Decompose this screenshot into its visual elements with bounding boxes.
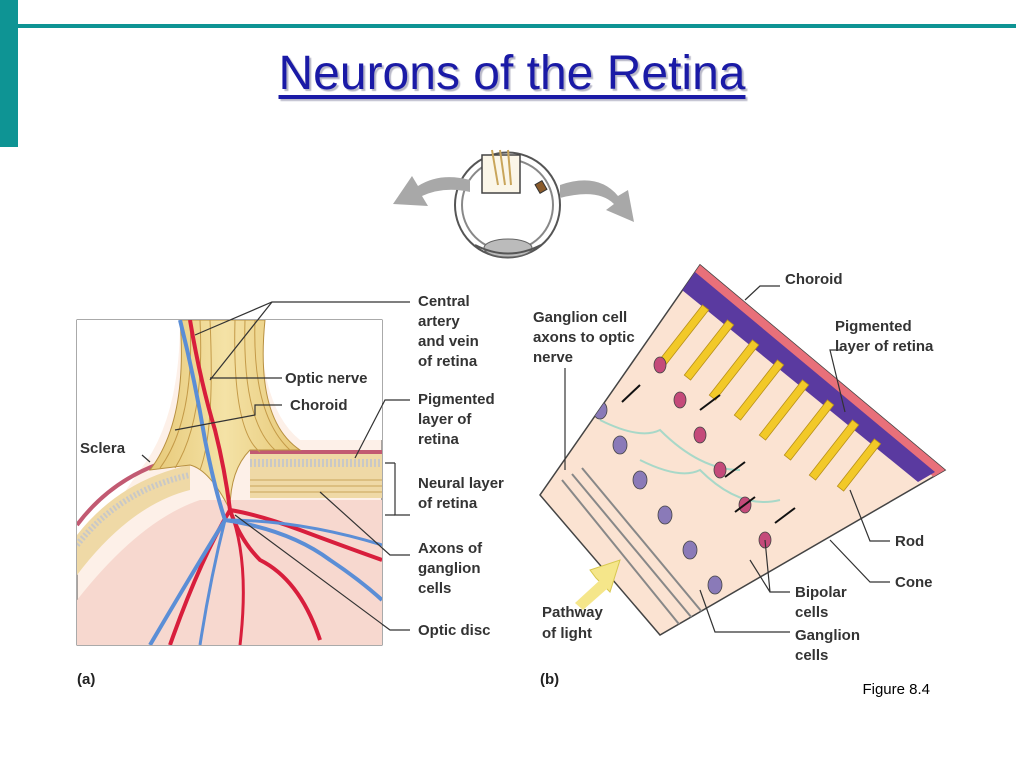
pigmented-a-label-l1: Pigmented (418, 391, 495, 408)
accent-bar (0, 0, 18, 147)
axons-label-l1: Axons of (418, 540, 483, 557)
axons-label-l2: ganglion (418, 560, 481, 577)
neural-layer-label-l2: of retina (418, 495, 478, 512)
pigmented-a-label-l3: retina (418, 431, 460, 448)
panel-b-tag: (b) (540, 671, 559, 688)
sclera-label: Sclera (80, 440, 126, 457)
pigmented-a-label-l2: layer of (418, 411, 472, 428)
panel-a-labels: Central artery and vein of retina Optic … (77, 293, 504, 688)
ganglion-label-l2: cells (795, 647, 828, 664)
neural-layer-label-l1: Neural layer (418, 475, 504, 492)
arrow-right-icon (560, 180, 634, 222)
pigmented-b-label-l2: layer of retina (835, 338, 934, 355)
choroid-b-label: Choroid (785, 271, 843, 288)
optic-disc-label: Optic disc (418, 622, 491, 639)
central-artery-label-l4: of retina (418, 353, 478, 370)
bipolar-label-l1: Bipolar (795, 584, 847, 601)
pathway-label-l2: of light (542, 625, 592, 642)
slide-title: Neurons of the Retina (278, 47, 746, 100)
ganglion-label-l1: Ganglion (795, 627, 860, 644)
bipolar-label-l2: cells (795, 604, 828, 621)
panel-b-leaders (564, 285, 890, 633)
pigmented-b-label-l1: Pigmented (835, 318, 912, 335)
axons-label-l3: cells (418, 580, 451, 597)
ganglion-axons-label-l1: Ganglion cell (533, 309, 627, 326)
arrow-left-icon (393, 176, 470, 206)
rod-label: Rod (895, 533, 924, 550)
optic-nerve-label: Optic nerve (285, 370, 368, 387)
ganglion-axons-label-l2: axons to optic (533, 329, 635, 346)
pathway-label-l1: Pathway (542, 604, 604, 621)
central-artery-label-l2: artery (418, 313, 460, 330)
cone-label: Cone (895, 574, 933, 591)
figure-caption: Figure 8.4 (862, 681, 930, 698)
choroid-a-label: Choroid (290, 397, 348, 414)
ganglion-axons-label-l3: nerve (533, 349, 573, 366)
central-artery-label-l1: Central (418, 293, 470, 310)
panel-a-illustration (76, 319, 383, 646)
panel-a-leaders (141, 301, 410, 631)
eye-icon (454, 149, 562, 259)
panel-b-labels: Ganglion cell axons to optic nerve Choro… (533, 271, 934, 688)
panel-a-tag: (a) (77, 671, 95, 688)
central-artery-label-l3: and vein (418, 333, 479, 350)
header-rule (18, 24, 1016, 28)
